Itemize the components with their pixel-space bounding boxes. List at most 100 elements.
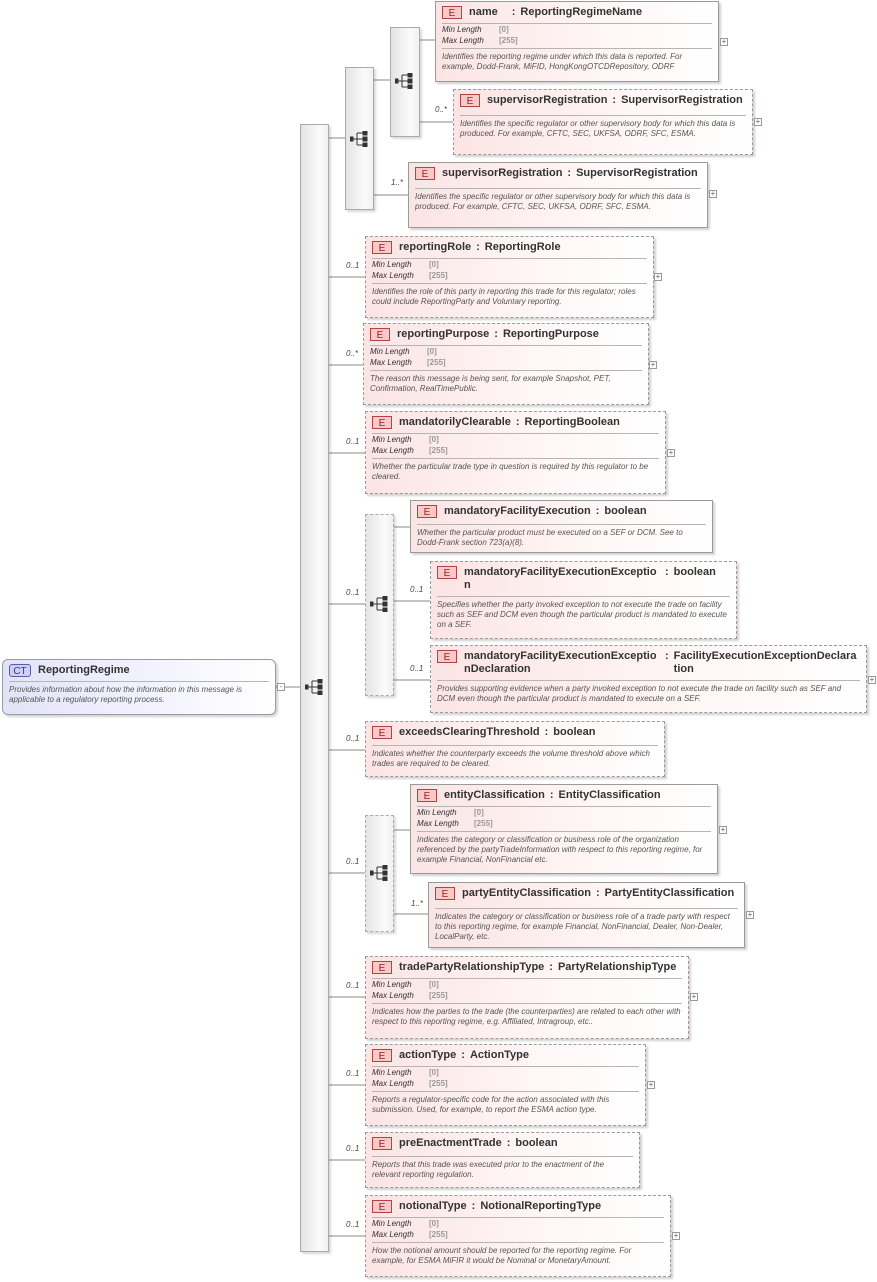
- element-badge: E: [417, 789, 437, 802]
- element-max: [255]: [429, 991, 448, 1000]
- complex-type-box[interactable]: CT ReportingRegime Provides information a…: [2, 659, 276, 715]
- element-name: preEnactmentTrade: [399, 1137, 502, 1149]
- element-min: Min Length: [417, 808, 457, 817]
- sequence-compositor-icon[interactable]: [305, 679, 325, 695]
- divider: [372, 458, 659, 459]
- plus-icon[interactable]: +: [647, 1080, 655, 1089]
- element-min: [0]: [429, 1068, 439, 1077]
- element-max: Max Length: [372, 1079, 414, 1088]
- element-max: Max Length: [372, 1230, 414, 1239]
- divider: [372, 1003, 682, 1004]
- element-doc: Identifies the reporting regime under wh…: [442, 52, 683, 71]
- facet-row: Max Length[255]: [442, 36, 712, 46]
- plus-icon[interactable]: +: [719, 825, 727, 834]
- element-min: Min Length: [442, 25, 482, 34]
- divider: [460, 115, 746, 116]
- divider: [437, 596, 730, 597]
- plus-icon[interactable]: +: [754, 117, 762, 126]
- plus-icon[interactable]: +: [667, 448, 675, 457]
- element-type: boolean: [515, 1137, 558, 1149]
- element-doc: Whether the particular trade type in que…: [372, 462, 649, 481]
- element-min: [0]: [429, 435, 439, 444]
- type-separator: :: [544, 726, 549, 738]
- divider: [417, 806, 711, 807]
- group-cardinality: 0..1: [346, 588, 360, 597]
- plus-icon[interactable]: +: [649, 360, 657, 369]
- element-type: ReportingRole: [484, 241, 561, 253]
- cardinality-label: 0..1: [410, 585, 424, 594]
- divider: [437, 680, 860, 681]
- type-separator: :: [549, 789, 554, 801]
- element-doc: How the notional amount should be report…: [372, 1246, 632, 1265]
- plus-icon[interactable]: +: [868, 675, 876, 684]
- element-min: [0]: [429, 980, 439, 989]
- ct-badge: CT: [9, 664, 31, 677]
- element-name: partyEntityClassification: [462, 887, 591, 899]
- type-separator: :: [506, 1137, 511, 1149]
- element-badge: E: [415, 167, 435, 180]
- element-type: NotionalReportingType: [480, 1200, 602, 1212]
- divider: [415, 188, 701, 189]
- ct-name: ReportingRegime: [38, 664, 130, 676]
- element-badge: E: [372, 1049, 392, 1062]
- element-type: PartyRelationshipType: [557, 961, 677, 973]
- divider: [442, 23, 712, 24]
- element-min: Min Length: [370, 347, 410, 356]
- plus-icon[interactable]: +: [672, 1231, 680, 1240]
- plus-icon[interactable]: -: [277, 683, 285, 691]
- divider: [372, 745, 658, 746]
- element-doc: Provides supporting evidence when a part…: [437, 684, 842, 703]
- element-name: reportingPurpose: [397, 328, 490, 340]
- inner-sequence-icon[interactable]: [395, 73, 415, 89]
- entity-sequence-icon[interactable]: [370, 865, 390, 881]
- plus-icon[interactable]: +: [690, 992, 698, 1001]
- element-name: exceedsClearingThreshold: [399, 726, 540, 738]
- divider: [435, 908, 738, 909]
- plus-icon[interactable]: +: [654, 272, 662, 281]
- element-max: Max Length: [372, 446, 414, 455]
- choice-compositor-icon[interactable]: [350, 131, 370, 147]
- cardinality-label: 0..*: [346, 349, 359, 358]
- element-type: ReportingBoolean: [524, 416, 620, 428]
- facility-sequence-icon[interactable]: [370, 596, 390, 612]
- cardinality-label: 0..1: [346, 1069, 360, 1078]
- element-badge: E: [442, 6, 462, 19]
- plus-icon[interactable]: +: [746, 910, 754, 919]
- element-type: ReportingRegimeName: [520, 6, 643, 18]
- ct-doc: Provides information about how the infor…: [9, 685, 243, 704]
- element-name: mandatoryFacilityExecutionException: [464, 566, 657, 591]
- divider: [372, 433, 659, 434]
- type-separator: :: [515, 416, 520, 428]
- plus-icon[interactable]: +: [720, 37, 728, 46]
- element-type: ReportingPurpose: [502, 328, 599, 340]
- element-min: Min Length: [372, 260, 412, 269]
- element-name: supervisorRegistration: [442, 167, 563, 179]
- element-min: [0]: [474, 808, 484, 817]
- plus-icon[interactable]: +: [709, 189, 717, 198]
- facet-row: Max Length[255]: [372, 271, 647, 281]
